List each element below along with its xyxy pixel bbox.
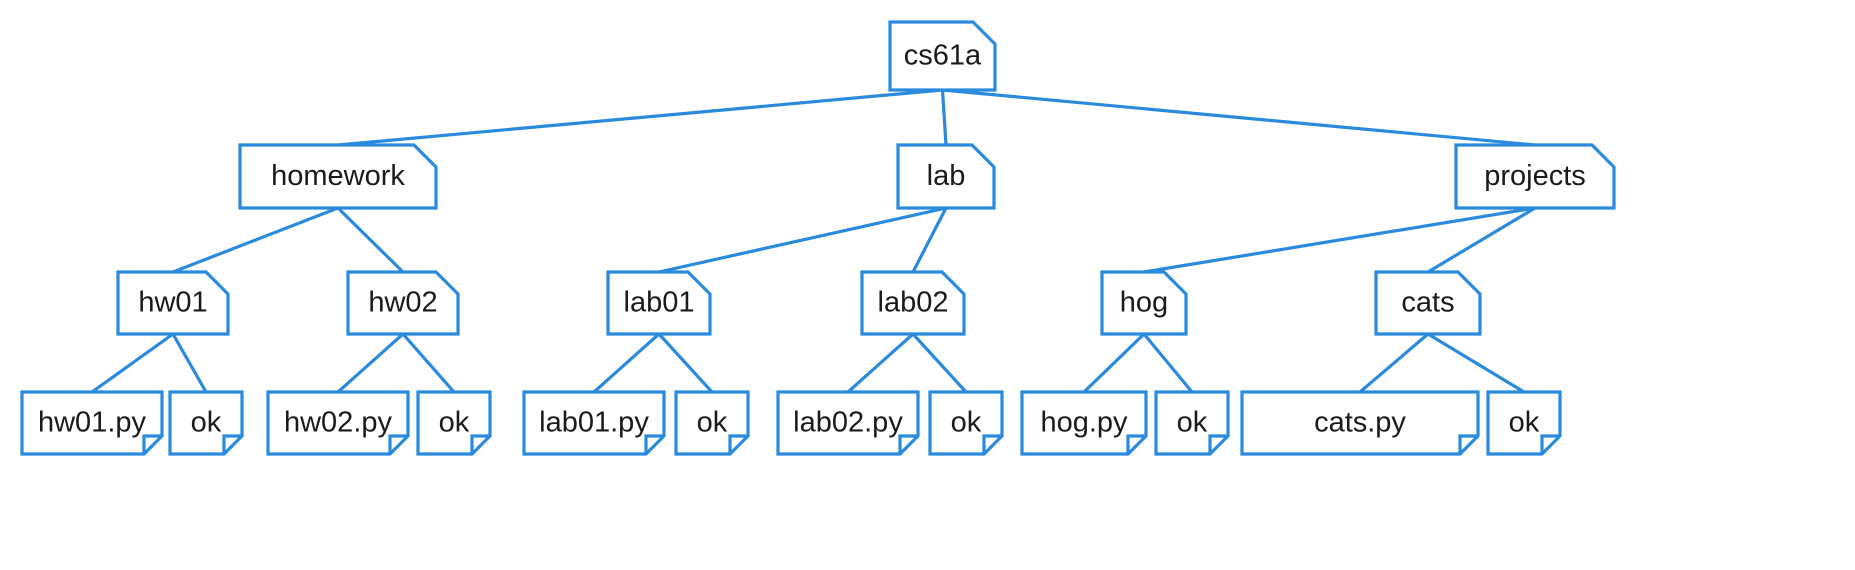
tree-node-hw01[interactable]: hw01 (116, 270, 230, 336)
tree-edge (658, 206, 947, 274)
tree-node-lab01py[interactable]: lab01.py (522, 390, 666, 456)
file-fold-corner-icon (728, 434, 748, 454)
tree-node-label: hog (1120, 287, 1168, 319)
file-icon (776, 390, 920, 456)
tree-edge (911, 207, 948, 273)
tree-node-cats[interactable]: cats (1374, 270, 1482, 336)
file-icon (1240, 390, 1480, 456)
tree-edge (336, 206, 405, 274)
tree-edge (1427, 332, 1525, 394)
file-fold-corner-icon (898, 434, 918, 454)
file-fold-corner-icon (142, 434, 162, 454)
tree-node-label: lab02.py (793, 407, 903, 439)
file-fold-corner-icon (222, 434, 242, 454)
tree-edge (942, 88, 1536, 147)
tree-node-lab01ok[interactable]: ok (674, 390, 750, 456)
tree-node-label: projects (1484, 160, 1586, 192)
tree-node-homework[interactable]: homework (238, 143, 438, 210)
tree-node-label: ok (951, 407, 982, 439)
tree-edge (592, 332, 661, 394)
tree-node-label: hog.py (1040, 407, 1128, 439)
tree-node-hw02[interactable]: hw02 (346, 270, 460, 336)
tree-node-label: cs61a (904, 40, 982, 72)
tree-node-projects[interactable]: projects (1454, 143, 1616, 210)
tree-node-hw02py[interactable]: hw02.py (266, 390, 410, 456)
tree-edge (172, 206, 339, 274)
tree-edge (911, 332, 968, 394)
folder-icon (888, 20, 997, 92)
tree-node-label: lab01 (624, 287, 695, 319)
tree-edge (1427, 206, 1536, 274)
tree-node-label: cats.py (1314, 407, 1406, 439)
tree-node-label: hw02 (368, 287, 437, 319)
tree-edge (846, 332, 915, 394)
tree-node-lab[interactable]: lab (896, 143, 996, 210)
file-fold-corner-icon (1126, 434, 1146, 454)
tree-node-label: ok (697, 407, 728, 439)
tree-node-hw01py[interactable]: hw01.py (20, 390, 164, 456)
folder-icon (1374, 270, 1482, 336)
tree-node-hw01ok[interactable]: ok (168, 390, 244, 456)
tree-node-label: cats (1401, 287, 1454, 319)
file-icon (20, 390, 164, 456)
tree-node-lab02[interactable]: lab02 (860, 270, 966, 336)
folder-icon (896, 143, 996, 210)
file-fold-corner-icon (644, 434, 664, 454)
folder-icon (116, 270, 230, 336)
tree-node-label: hw02.py (284, 407, 393, 439)
tree-node-label: lab02 (878, 287, 949, 319)
tree-edge (337, 88, 943, 147)
tree-node-hog[interactable]: hog (1100, 270, 1188, 336)
tree-node-label: ok (1177, 407, 1208, 439)
folder-icon (860, 270, 966, 336)
folder-icon (1454, 143, 1616, 210)
tree-edge (336, 332, 405, 394)
tree-node-cs61a[interactable]: cs61a (888, 20, 997, 92)
tree-node-lab01[interactable]: lab01 (606, 270, 712, 336)
tree-node-label: homework (271, 160, 405, 192)
tree-edge (1358, 332, 1430, 394)
file-icon (1020, 390, 1148, 456)
tree-edge (657, 332, 714, 394)
tree-node-label: ok (1509, 407, 1540, 439)
tree-node-label: ok (439, 407, 470, 439)
file-fold-corner-icon (1540, 434, 1560, 454)
tree-edge (1142, 332, 1194, 394)
file-fold-corner-icon (470, 434, 490, 454)
tree-node-label: hw01.py (38, 407, 147, 439)
tree-node-label: hw01 (138, 287, 207, 319)
tree-node-label: lab01.py (539, 407, 649, 439)
file-fold-corner-icon (1208, 434, 1228, 454)
tree-edge (1082, 332, 1146, 394)
tree-edge (401, 332, 456, 394)
tree-node-label: lab (927, 160, 966, 192)
folder-icon (1100, 270, 1188, 336)
tree-edge (171, 333, 208, 393)
tree-node-catspy[interactable]: cats.py (1240, 390, 1480, 456)
tree-node-hogpy[interactable]: hog.py (1020, 390, 1148, 456)
folder-icon (606, 270, 712, 336)
folder-icon (238, 143, 438, 210)
tree-edge (1143, 206, 1536, 274)
tree-node-label: ok (191, 407, 222, 439)
tree-node-hw02ok[interactable]: ok (416, 390, 492, 456)
file-fold-corner-icon (982, 434, 1002, 454)
tree-edge (91, 332, 174, 394)
tree-node-catsok[interactable]: ok (1486, 390, 1562, 456)
tree-edge (940, 89, 948, 146)
file-icon (266, 390, 410, 456)
tree-node-lab02ok[interactable]: ok (928, 390, 1004, 456)
tree-edges-layer (91, 88, 1536, 394)
file-fold-corner-icon (1458, 434, 1478, 454)
folder-icon (346, 270, 460, 336)
tree-node-lab02py[interactable]: lab02.py (776, 390, 920, 456)
tree-node-hogok[interactable]: ok (1154, 390, 1230, 456)
file-icon (522, 390, 666, 456)
tree-nodes-layer: cs61a homework lab projects hw01 hw02 lab01 lab… (20, 20, 1616, 456)
file-fold-corner-icon (388, 434, 408, 454)
